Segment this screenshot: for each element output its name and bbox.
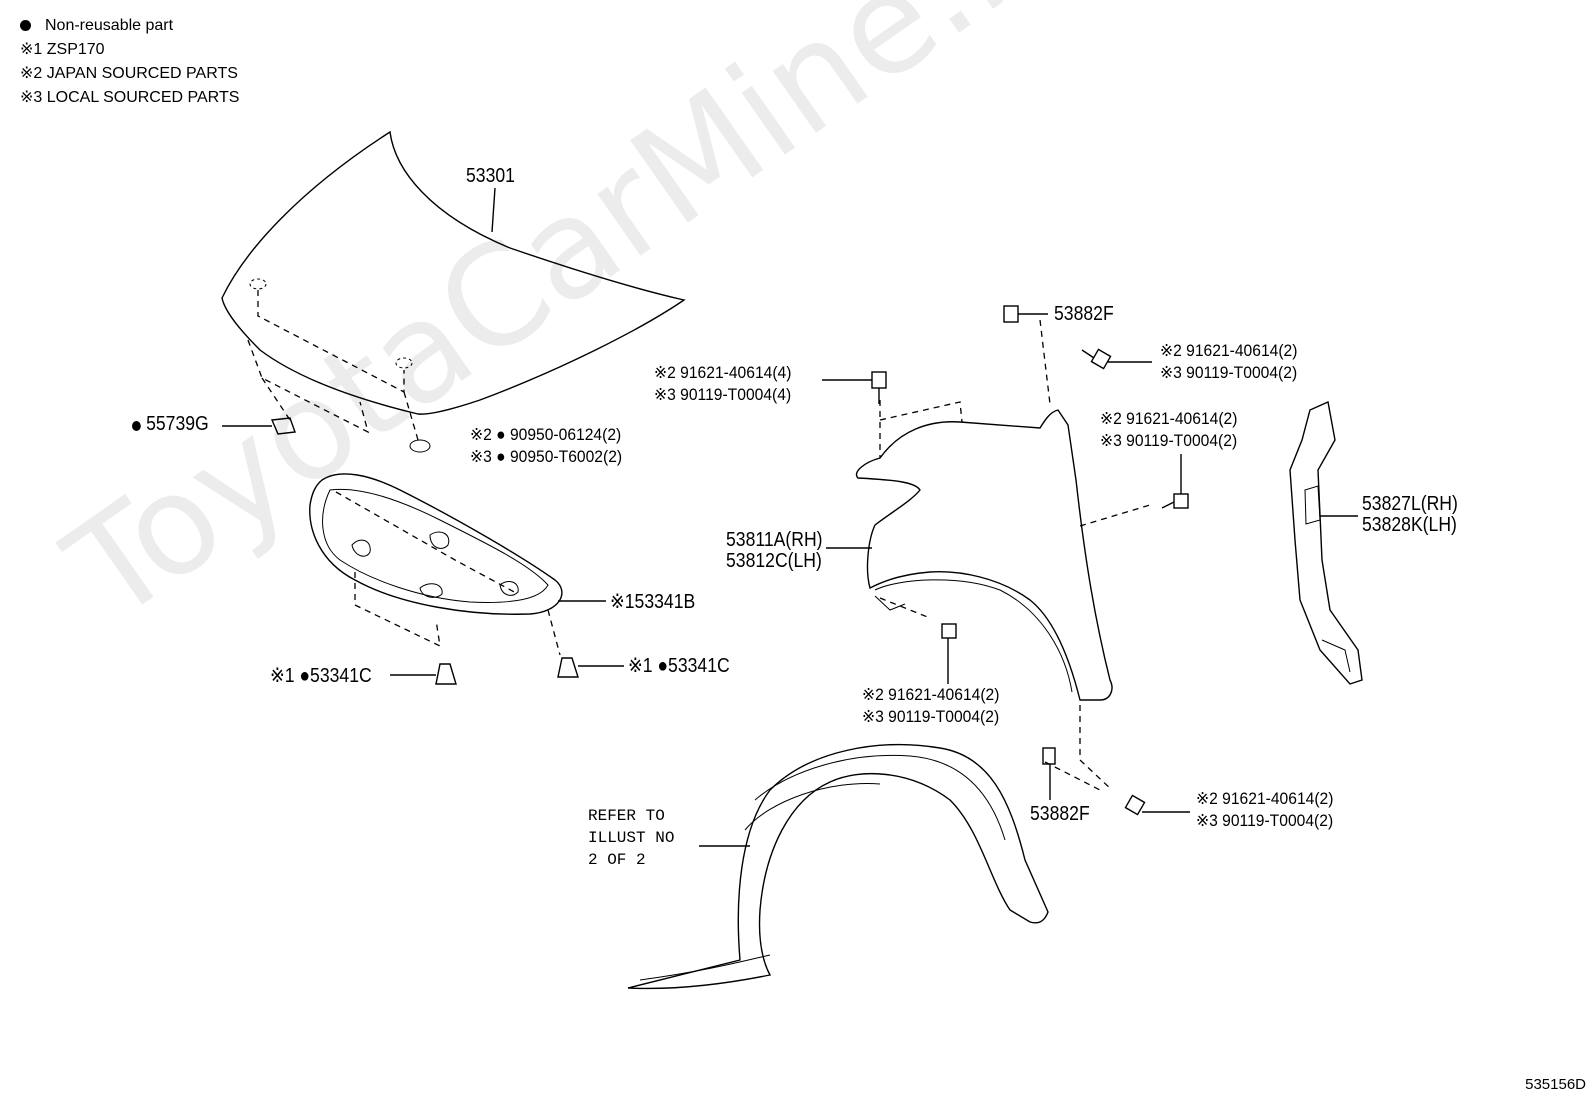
clip-53341c-left xyxy=(390,663,457,685)
label-bolt-lower-b: ※3 90119-T0004(2) xyxy=(862,707,1000,726)
label-bolt-top-left-a: ※2 91621-40614(4) xyxy=(654,363,792,382)
fender-seal-shape xyxy=(1289,400,1363,685)
fender-liner-shape xyxy=(627,743,1049,990)
label-seal-lh: 53828K(LH) xyxy=(1362,514,1457,536)
bolt-bottom xyxy=(1124,794,1190,816)
nut-53882f-top xyxy=(1003,305,1048,323)
label-bolt-top-left-b: ※3 90119-T0004(4) xyxy=(654,385,792,404)
label-refer-line-1: REFER TO xyxy=(588,807,665,825)
label-fender-lh: 53812C(LH) xyxy=(726,550,822,572)
legend-note-3: ※3 LOCAL SOURCED PARTS xyxy=(20,89,240,106)
fender-shape xyxy=(826,319,1151,791)
hood-insulator-shape xyxy=(309,473,606,656)
label-refer-line-3: 2 OF 2 xyxy=(588,851,646,869)
legend: Non-reusable part ※1 ZSP170 ※2 JAPAN SOU… xyxy=(20,14,239,110)
label-bolt-bottom-b: ※3 90119-T0004(2) xyxy=(1196,811,1334,830)
label-53882f-bottom: 53882F xyxy=(1030,803,1090,825)
label-53341c-right: ※1 ●53341C xyxy=(628,655,730,677)
clip-55739g xyxy=(222,417,296,435)
filled-dot-icon xyxy=(20,20,31,31)
bolt-top-right xyxy=(1081,348,1152,370)
label-bolt-bottom-a: ※2 91621-40614(2) xyxy=(1196,789,1334,808)
legend-non-reusable-text: Non-reusable part xyxy=(45,17,174,34)
label-hood-cushion-b: ※3 ● 90950-T6002(2) xyxy=(470,447,623,466)
label-hood: 53301 xyxy=(466,165,515,187)
bolt-top-left xyxy=(822,371,887,404)
label-53341c-left: ※1 ●53341C xyxy=(270,665,372,687)
label-bolt-lower-a: ※2 91621-40614(2) xyxy=(862,685,1000,704)
label-bolt-mid-right-a: ※2 91621-40614(2) xyxy=(1100,409,1238,428)
bolt-lower xyxy=(941,623,957,684)
label-seal-rh: 53827L(RH) xyxy=(1362,493,1458,515)
label-55739g: 55739G xyxy=(132,414,209,434)
clip-53341c-right xyxy=(557,657,624,678)
label-53882f-top: 53882F xyxy=(1054,303,1114,325)
label-bolt-top-right-b: ※3 90119-T0004(2) xyxy=(1160,363,1298,382)
label-refer-line-2: ILLUST NO xyxy=(588,829,675,847)
label-bolt-mid-right-b: ※3 90119-T0004(2) xyxy=(1100,431,1238,450)
image-id: 535156D xyxy=(1525,1076,1586,1093)
bolt-mid-right xyxy=(1161,454,1189,509)
label-55739g-text: 55739G xyxy=(146,413,209,435)
label-fender-rh: 53811A(RH) xyxy=(726,529,823,551)
legend-non-reusable: Non-reusable part xyxy=(20,14,239,38)
label-bolt-top-right-a: ※2 91621-40614(2) xyxy=(1160,341,1298,360)
label-hood-cushion-a: ※2 ● 90950-06124(2) xyxy=(470,425,622,444)
label-53341b: ※153341B xyxy=(610,591,696,613)
nut-53882f-bottom xyxy=(1042,747,1056,800)
hood-shape xyxy=(221,130,686,453)
legend-note-1: ※1 ZSP170 xyxy=(20,41,105,58)
legend-note-2: ※2 JAPAN SOURCED PARTS xyxy=(20,65,238,82)
filled-dot-icon xyxy=(132,421,141,431)
